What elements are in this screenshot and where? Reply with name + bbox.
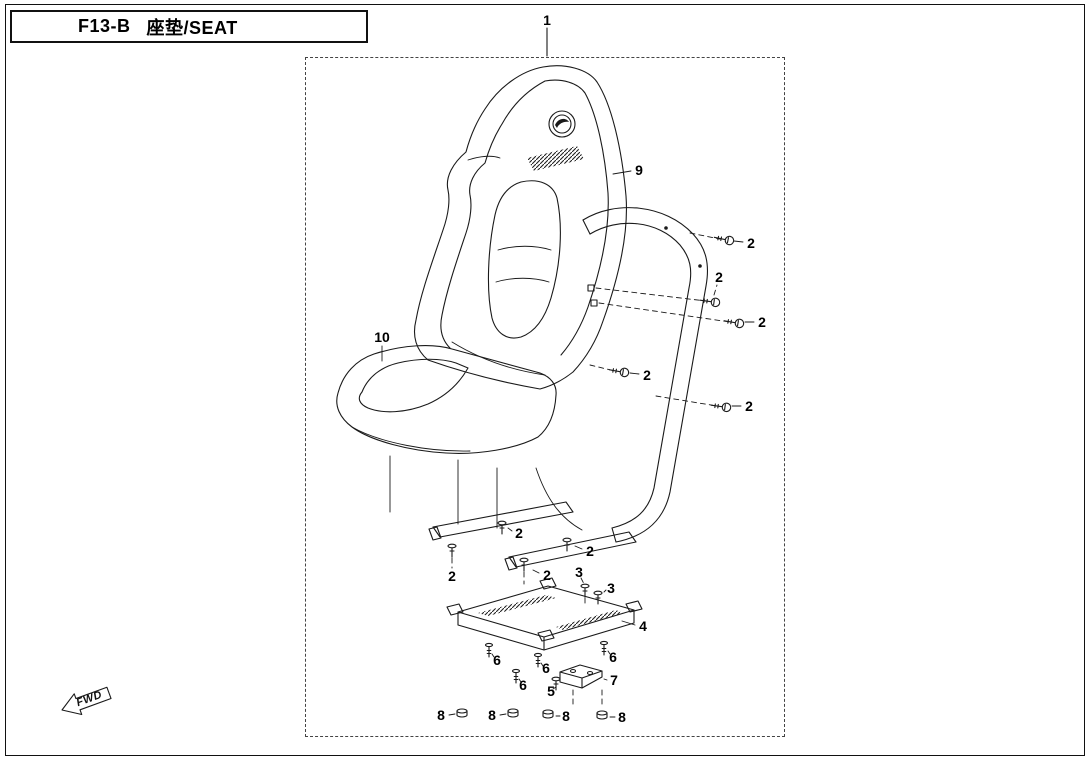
- callout-8: 8: [562, 708, 570, 724]
- riser-bracket: [551, 664, 603, 691]
- callout-2: 2: [543, 567, 551, 583]
- title-box: F13-B 座垫/SEAT: [10, 10, 368, 43]
- callout-2: 2: [758, 314, 766, 330]
- callout-2: 2: [715, 269, 723, 285]
- leader-lines: [381, 170, 755, 718]
- callout-3: 3: [607, 580, 615, 596]
- mounting-rails: [428, 501, 637, 571]
- callout-5: 5: [547, 683, 555, 699]
- frame-screws: [607, 232, 745, 413]
- brand-badge-icon: [548, 110, 576, 138]
- base-plate: [446, 577, 643, 651]
- callout-10: 10: [374, 329, 390, 345]
- callout-2: 2: [745, 398, 753, 414]
- seat-cushion: [336, 345, 557, 454]
- callout-2: 2: [448, 568, 456, 584]
- callout-8: 8: [437, 707, 445, 723]
- backrest-frame: [582, 207, 709, 543]
- alignment-lines: [451, 232, 731, 707]
- fwd-arrow-icon: [61, 686, 112, 716]
- item3-screws: [580, 583, 603, 605]
- callout-7: 7: [610, 672, 618, 688]
- callout-3: 3: [575, 564, 583, 580]
- callout-8: 8: [488, 707, 496, 723]
- callout-8: 8: [618, 709, 626, 725]
- seat-backrest: [413, 65, 627, 390]
- callout-2: 2: [586, 543, 594, 559]
- callout-2: 2: [747, 235, 755, 251]
- diagram-boundary-box: [305, 57, 785, 737]
- callout-6: 6: [542, 660, 550, 676]
- callout-1: 1: [543, 12, 551, 28]
- callout-4: 4: [639, 618, 647, 634]
- callout-6: 6: [519, 677, 527, 693]
- diagram-title: 座垫/SEAT: [146, 17, 238, 38]
- flange-nuts: [456, 708, 608, 720]
- seat-logo-graphic: [527, 146, 584, 171]
- callout-2: 2: [515, 525, 523, 541]
- callout-6: 6: [493, 652, 501, 668]
- callout-6: 6: [609, 649, 617, 665]
- callout-9: 9: [635, 162, 643, 178]
- callout-2: 2: [643, 367, 651, 383]
- connector-lines: [389, 455, 583, 531]
- diagram-code: F13-B: [78, 16, 131, 36]
